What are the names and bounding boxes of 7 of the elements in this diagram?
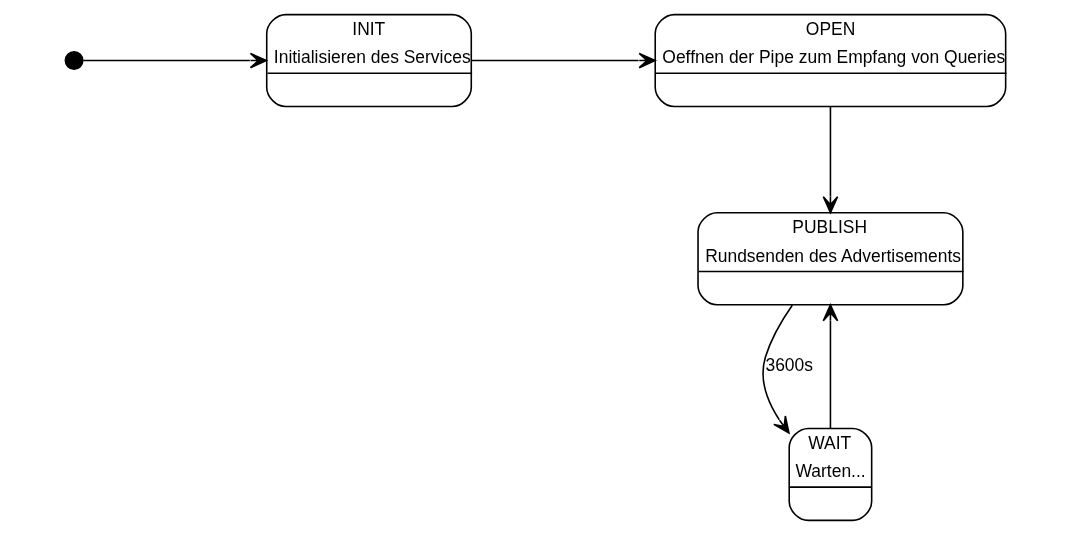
arrow [82,52,268,69]
arrow [822,106,839,214]
edge-label: 3600s [765,355,813,376]
node-circle [64,51,84,71]
arrow [762,304,794,434]
arrow [470,52,656,69]
arrow [822,304,839,430]
